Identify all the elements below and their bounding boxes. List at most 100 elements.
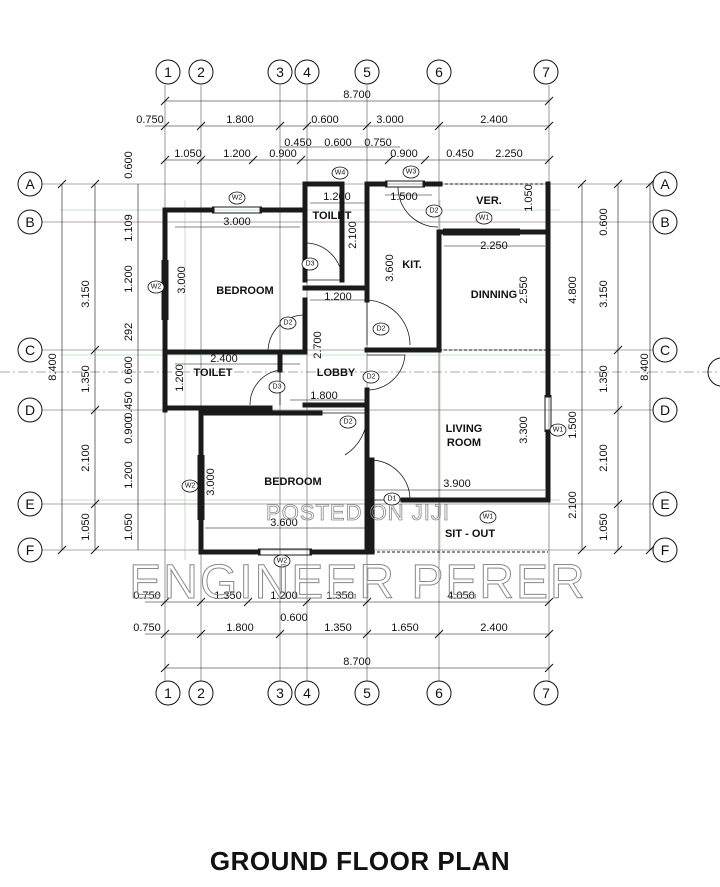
dim-bot-r2-4: 2.400 (480, 622, 508, 634)
dim-bot-mid: 0.600 (280, 612, 308, 624)
col-label-6: 6 (435, 64, 443, 80)
dim-bot-r1-4: 4.050 (447, 590, 475, 602)
dim-left-inner-7: 1.200 (123, 461, 135, 489)
watermark-line-2: ENGINEER PERER (129, 556, 586, 609)
dim-top-r3-5: 2.250 (495, 148, 523, 160)
tag-d2-lobby: D2 (367, 374, 376, 381)
dim-living-h: 3.300 (518, 416, 530, 444)
plan-title: GROUND FLOOR PLAN (209, 846, 511, 876)
dim-left-outer-2: 2.100 (80, 444, 92, 472)
dim-left-total: 8.400 (47, 353, 59, 381)
col-label-6-bottom: 6 (435, 685, 443, 701)
dim-right-total: 8.400 (639, 353, 651, 381)
row-label-b-right: B (660, 214, 669, 230)
window-lines (161, 180, 552, 556)
room-lobby: LOBBY (317, 367, 356, 379)
dim-right-inner-3: 2.100 (567, 491, 579, 519)
dim-bot-r1-0: 0.750 (133, 590, 161, 602)
dim-toilet2-w: 2.400 (210, 353, 238, 365)
row-label-a: A (25, 176, 35, 192)
section-mark-partial (707, 357, 720, 387)
dim-left-inner-6: 0.900 (123, 416, 135, 444)
watermark-line-1: POSTED ON JIJI (266, 500, 450, 525)
dim-toilet1-h: 2.100 (347, 221, 359, 249)
dim-bot-r2-1: 1.800 (226, 622, 254, 634)
row-label-e-right: E (660, 496, 669, 512)
dim-bot-r2-0: 0.750 (133, 622, 161, 634)
tag-w3: W3 (406, 169, 417, 176)
row-label-d: D (25, 402, 35, 418)
tag-d2-bedroom2: D2 (344, 419, 353, 426)
tag-w2-top: W2 (232, 195, 243, 202)
dim-left-inner-8: 1.050 (123, 513, 135, 541)
col-label-5: 5 (363, 64, 371, 80)
tag-w4: W4 (335, 170, 346, 177)
dim-left-inner-1: 1.109 (123, 214, 135, 242)
dim-ver-h: 1.050 (523, 184, 535, 212)
row-label-e: E (25, 496, 34, 512)
dim-top-r2-2: 0.750 (364, 137, 392, 149)
row-label-a-right: A (660, 176, 670, 192)
floor-plan-drawing: 1 2 3 4 5 6 7 1 2 3 4 5 6 7 A B C D E F … (0, 59, 720, 706)
tag-w2-bedroom2: W2 (185, 483, 196, 490)
tag-w1-veranda: W1 (479, 215, 490, 222)
dim-left-outer-3: 1.050 (80, 513, 92, 541)
dim-top-r3-4: 0.450 (446, 148, 474, 160)
row-bubbles-right (652, 171, 678, 563)
tag-d2-veranda: D2 (430, 208, 439, 215)
column-bubbles-top (155, 59, 559, 85)
dim-left-inner-4: 0.600 (123, 356, 135, 384)
dim-kit-h: 3.600 (384, 254, 396, 282)
dim-top-r2-0: 0.450 (284, 137, 312, 149)
dim-dinning-h: 2.550 (518, 276, 530, 304)
tag-w2-bottom: W2 (277, 558, 288, 565)
interior-dim-lines (175, 194, 545, 529)
dim-top-r1-0: 0.750 (136, 114, 164, 126)
row-label-f: F (26, 542, 35, 558)
dim-bedroom2-w: 3.600 (270, 517, 298, 529)
dim-right-outer-1: 1.350 (598, 365, 610, 393)
dim-left-inner-3: 292 (123, 323, 135, 341)
tag-d2-bedroom1: D2 (284, 320, 293, 327)
dim-bot-r2-3: 1.650 (391, 622, 419, 634)
col-label-1-bottom: 1 (164, 685, 172, 701)
col-label-4-bottom: 4 (303, 685, 311, 701)
dim-bedroom2-h: 3.000 (205, 468, 217, 496)
tag-d3-toilet2: D3 (273, 384, 282, 391)
dim-right-outer-2: 2.100 (598, 444, 610, 472)
tag-d1: D1 (388, 496, 397, 503)
row-bubbles-left (17, 171, 43, 563)
row-label-b: B (25, 214, 34, 230)
dim-right-outer-3: 1.050 (598, 513, 610, 541)
dim-dinning-w: 2.250 (480, 240, 508, 252)
dim-top-r3-3: 0.900 (390, 148, 418, 160)
col-label-3-bottom: 3 (276, 685, 284, 701)
door-swings (249, 186, 439, 501)
dim-top-r3-2: 0.900 (269, 148, 297, 160)
dim-lobby-top: 1.200 (324, 291, 352, 303)
room-bedroom-2: BEDROOM (264, 476, 321, 488)
dim-bot-r1-1: 1.350 (214, 590, 242, 602)
dim-lobby-w: 1.800 (310, 390, 338, 402)
tag-w1-living: W1 (553, 427, 564, 434)
dimension-lines (61, 100, 651, 669)
dim-right-inner-2: 1.500 (567, 411, 579, 439)
row-label-c-right: C (660, 342, 670, 358)
room-bedroom-1: BEDROOM (216, 285, 273, 297)
dim-bot-total: 8.700 (343, 656, 371, 668)
room-dinning: DINNING (471, 289, 517, 301)
dim-bot-r1-2: 1.200 (270, 590, 298, 602)
dim-lobby-h: 2.700 (312, 331, 324, 359)
opening-tags (147, 165, 567, 568)
dim-top-r1-1: 1.800 (226, 114, 254, 126)
dim-top-r3-1: 1.200 (223, 148, 251, 160)
row-label-c: C (25, 342, 35, 358)
col-label-5-bottom: 5 (363, 685, 371, 701)
dim-top-r1-3: 3.000 (376, 114, 404, 126)
tag-d2-kitchen: D2 (377, 326, 386, 333)
room-toilet-1: TOILET (313, 210, 352, 222)
dim-toilet1-w: 1.200 (323, 191, 351, 203)
dim-bot-r2-2: 1.350 (324, 622, 352, 634)
dim-right-inner-1: 4.800 (567, 276, 579, 304)
dim-left-inner-5: 0.450 (123, 391, 135, 419)
